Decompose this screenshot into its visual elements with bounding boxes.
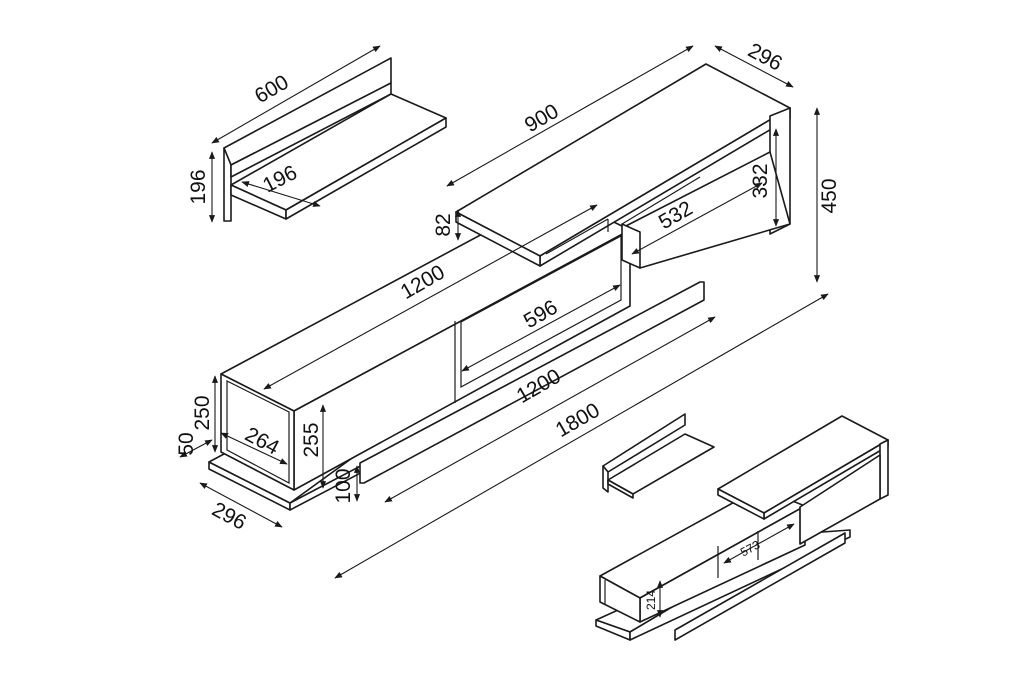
dim-top-depth: 296 xyxy=(744,39,786,76)
dim-top-offset: 82 xyxy=(432,213,455,236)
preview-top-unit xyxy=(717,415,889,545)
dim-top-width: 900 xyxy=(521,100,563,137)
top-unit xyxy=(455,63,791,269)
dim-base-depth: 296 xyxy=(208,498,250,535)
preview-wall-shelf xyxy=(602,413,715,499)
dim-small-inner-height: 214 xyxy=(644,590,658,610)
dim-leg-height: 100 xyxy=(332,468,355,503)
dim-shelf-height: 196 xyxy=(187,169,210,204)
dim-top-height: 450 xyxy=(818,178,841,213)
dim-shelf-width: 600 xyxy=(251,71,293,108)
preview-assembly xyxy=(595,413,889,641)
dimension-lines xyxy=(179,45,829,579)
preview-base-unit xyxy=(595,487,851,641)
dim-base-height: 250 xyxy=(191,395,214,430)
dim-total-width: 1800 xyxy=(552,399,604,442)
dim-base-inner-height: 255 xyxy=(300,422,323,457)
dim-base-plinth-edge: 50 xyxy=(175,432,198,455)
wall-shelf xyxy=(223,57,447,222)
dim-top-inner-height: 332 xyxy=(749,163,772,198)
